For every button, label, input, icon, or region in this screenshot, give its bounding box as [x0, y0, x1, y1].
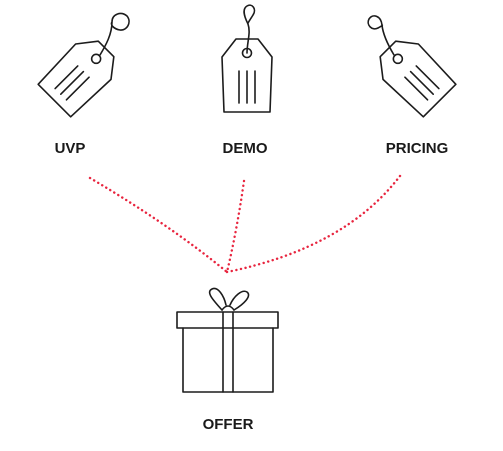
connector-demo-to-offer	[225, 179, 246, 274]
price-tag-icon	[367, 15, 457, 118]
diagram-label-offer: OFFER	[203, 416, 254, 433]
connector-uvp-to-offer	[88, 176, 229, 274]
diagram-label-demo: DEMO	[223, 140, 268, 157]
diagram-label-pricing: PRICING	[386, 140, 449, 157]
price-tag-icon	[37, 12, 130, 118]
price-tag-icon	[221, 4, 273, 113]
gift-box-icon	[176, 287, 279, 393]
diagram-label-uvp: UVP	[55, 140, 86, 157]
connector-pricing-to-offer	[225, 174, 402, 274]
